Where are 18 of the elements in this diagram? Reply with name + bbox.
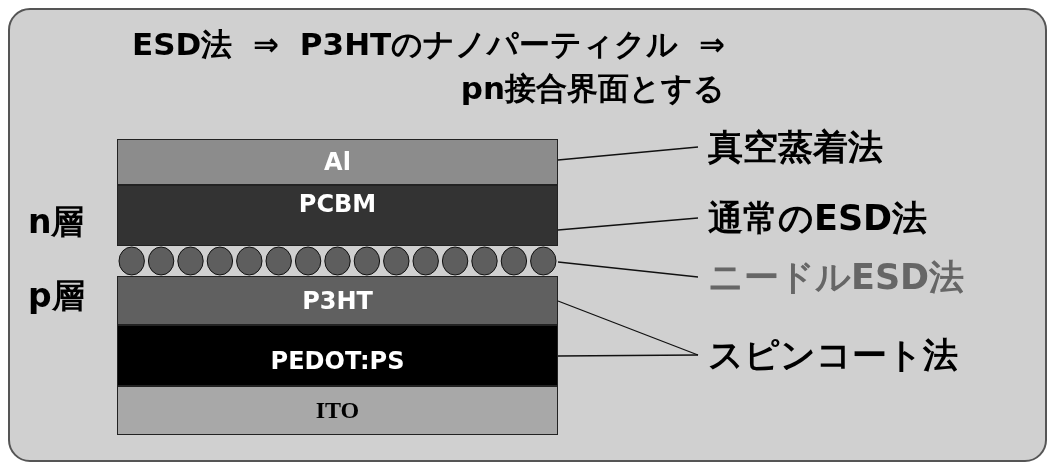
title: ESD法 ⇒ P3HTのナノパーティクル ⇒ pn接合界面とする [131,25,725,108]
leader-line [557,354,699,357]
method-label: 真空蒸着法 [708,122,883,172]
buffer-layer: PEDOT:PS [117,325,558,386]
leader-line [557,217,699,231]
donor-layer: P3HT [117,276,558,325]
method-label: ニードルESD法 [708,252,965,302]
substrate-layer: ITO [117,386,558,435]
leader-line [557,146,699,161]
acceptor-layer: PCBM [117,185,558,246]
electrode-layer: Al [117,139,558,185]
leader-line [557,261,699,278]
nanoparticle-row [117,246,558,276]
layer-type-label: n層 [28,201,85,243]
layer-type-label: p層 [28,275,85,317]
method-label: 通常のESD法 [708,193,928,243]
leader-line [557,300,699,356]
method-label: スピンコート法 [708,330,958,380]
